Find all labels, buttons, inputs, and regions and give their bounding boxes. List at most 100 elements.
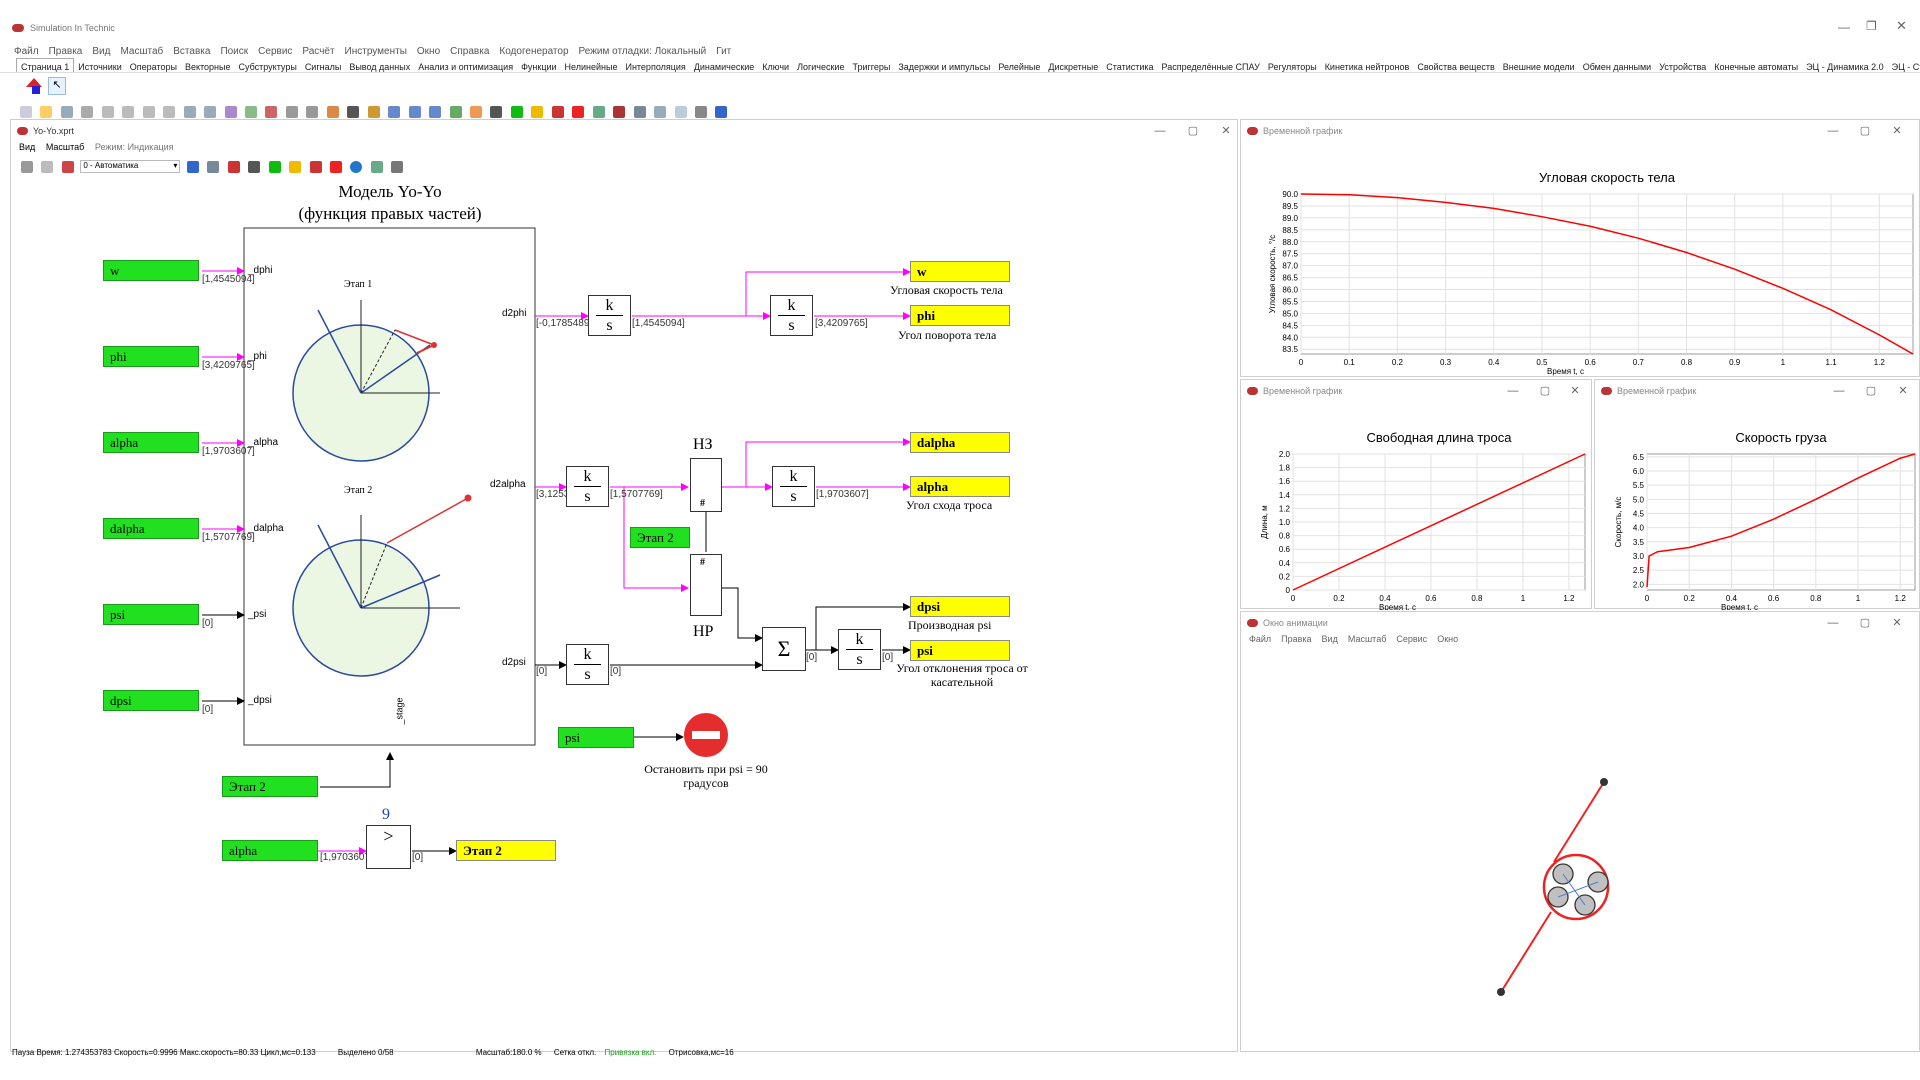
model-menu-view[interactable]: Вид bbox=[19, 142, 36, 152]
pause-icon[interactable] bbox=[551, 105, 564, 118]
close-icon[interactable]: ✕ bbox=[1892, 125, 1902, 137]
model-menu-scale[interactable]: Масштаб bbox=[45, 142, 85, 152]
palette-tab[interactable]: Векторные bbox=[184, 62, 231, 72]
minimize-icon[interactable]: — bbox=[1827, 125, 1839, 137]
shapes-icon[interactable] bbox=[26, 78, 42, 94]
palette-tab[interactable]: Распределённые СПАУ bbox=[1161, 62, 1260, 72]
maximize-icon[interactable]: ▢ bbox=[1859, 617, 1871, 629]
anim-menu-item[interactable]: Правка bbox=[1281, 634, 1312, 644]
switch-nr-block[interactable]: # bbox=[690, 554, 722, 616]
output-alpha[interactable]: alpha bbox=[910, 476, 1010, 497]
chart-icon[interactable] bbox=[244, 105, 257, 118]
palette-tab[interactable]: Конечные автоматы bbox=[1714, 62, 1799, 72]
menu-item[interactable]: Вставка bbox=[173, 46, 211, 57]
maximize-icon[interactable]: ▢ bbox=[1859, 125, 1871, 137]
help-icon[interactable] bbox=[715, 105, 728, 118]
minimize-icon[interactable]: — bbox=[1827, 617, 1839, 629]
zoom-select-icon[interactable] bbox=[449, 105, 462, 118]
stage-input-block[interactable]: Этап 2 bbox=[222, 776, 318, 797]
maximize-icon[interactable]: ❐ bbox=[1866, 19, 1877, 33]
output-phi[interactable]: phi bbox=[910, 305, 1010, 326]
hand-icon[interactable] bbox=[469, 105, 482, 118]
palette-tab[interactable]: Функции bbox=[521, 62, 557, 72]
input-dalpha[interactable]: dalpha bbox=[103, 518, 199, 539]
menu-item[interactable]: Окно bbox=[416, 46, 441, 57]
page-icon[interactable] bbox=[41, 160, 54, 173]
menu-item[interactable]: Поиск bbox=[220, 46, 249, 57]
zoom-out-icon[interactable] bbox=[408, 105, 421, 118]
input-alpha[interactable]: alpha bbox=[103, 432, 199, 453]
pen-icon[interactable] bbox=[326, 105, 339, 118]
disconnect-icon[interactable] bbox=[227, 160, 240, 173]
open-icon[interactable] bbox=[40, 105, 53, 118]
stage-block[interactable]: Этап 2 bbox=[630, 527, 690, 548]
minimize-icon[interactable]: — bbox=[1833, 385, 1845, 397]
play-mode-icon[interactable] bbox=[186, 160, 199, 173]
menu-item[interactable]: Масштаб bbox=[120, 46, 164, 57]
close-icon[interactable]: ✕ bbox=[1898, 385, 1908, 397]
palette-tab[interactable]: Обмен данными bbox=[1582, 62, 1652, 72]
palette-tab[interactable]: Страница 1 bbox=[16, 58, 75, 72]
tools-icon[interactable] bbox=[613, 105, 626, 118]
palette-tab[interactable]: Релейные bbox=[998, 62, 1041, 72]
save-icon[interactable] bbox=[60, 105, 73, 118]
palette-tab[interactable]: ЭЦ - Статика v 2.0 bbox=[1891, 62, 1920, 72]
menu-item[interactable]: Правка bbox=[48, 46, 83, 57]
palette-tab[interactable]: Свойства веществ bbox=[1417, 62, 1495, 72]
input-dpsi[interactable]: dpsi bbox=[103, 690, 199, 711]
palette-tab[interactable]: Статистика bbox=[1106, 62, 1154, 72]
close-icon[interactable]: ✕ bbox=[1896, 18, 1907, 33]
close-icon[interactable]: ✕ bbox=[1892, 617, 1902, 629]
binoculars-icon[interactable] bbox=[347, 105, 360, 118]
export-icon[interactable] bbox=[391, 160, 404, 173]
palette-tab[interactable]: Вывод данных bbox=[349, 62, 411, 72]
output-w[interactable]: w bbox=[910, 261, 1010, 282]
link-icon[interactable] bbox=[654, 105, 667, 118]
status-grid[interactable]: Сетка откл. bbox=[553, 1048, 597, 1057]
anim-menu-item[interactable]: Файл bbox=[1249, 634, 1272, 644]
network-icon[interactable] bbox=[633, 105, 646, 118]
output-psi[interactable]: psi bbox=[910, 640, 1010, 661]
print-icon[interactable] bbox=[81, 105, 94, 118]
input-phi[interactable]: phi bbox=[103, 346, 199, 367]
menu-item[interactable]: Кодогенератор bbox=[499, 46, 569, 57]
palette-tab[interactable]: Нелинейные bbox=[564, 62, 618, 72]
palette-tab[interactable]: Ключи bbox=[762, 62, 790, 72]
input-psi[interactable]: psi bbox=[103, 604, 199, 625]
palette-tab[interactable]: Динамические bbox=[693, 62, 755, 72]
menu-item[interactable]: Справка bbox=[450, 46, 490, 57]
compare-block[interactable]: > bbox=[366, 825, 411, 869]
maximize-icon[interactable]: ▢ bbox=[1865, 385, 1877, 397]
bulb-icon[interactable] bbox=[285, 105, 298, 118]
minimize-icon[interactable]: — bbox=[1507, 385, 1519, 397]
align-icon[interactable] bbox=[224, 105, 237, 118]
up-icon[interactable] bbox=[21, 160, 33, 173]
step-icon[interactable] bbox=[531, 105, 544, 118]
palette-tab[interactable]: Устройства bbox=[1659, 62, 1707, 72]
report-icon[interactable] bbox=[592, 105, 605, 118]
palette-tab[interactable]: Операторы bbox=[129, 62, 177, 72]
palette-tab[interactable]: ЭЦ - Динамика 2.0 bbox=[1806, 62, 1884, 72]
minimize-icon[interactable]: — bbox=[1154, 125, 1166, 137]
zoom-fit-icon[interactable] bbox=[429, 105, 442, 118]
sum-block[interactable]: Σ bbox=[762, 627, 806, 671]
minimize-icon[interactable]: — bbox=[1838, 20, 1850, 34]
blocks-icon[interactable] bbox=[367, 105, 380, 118]
stage-output-block[interactable]: Этап 2 bbox=[456, 840, 556, 861]
palette-tab[interactable]: Источники bbox=[78, 62, 122, 72]
palette-tab[interactable]: Задержки и импульсы bbox=[898, 62, 991, 72]
run-icon[interactable] bbox=[510, 105, 523, 118]
undo-icon[interactable] bbox=[183, 105, 196, 118]
output-dpsi[interactable]: dpsi bbox=[910, 596, 1010, 617]
menu-item[interactable]: Расчёт bbox=[302, 46, 335, 57]
calc-icon[interactable] bbox=[694, 105, 707, 118]
palette-tab[interactable]: Триггеры bbox=[852, 62, 891, 72]
palette-tab[interactable]: Кинетика нейтронов bbox=[1324, 62, 1410, 72]
psi-stop-input[interactable]: psi bbox=[558, 727, 634, 748]
copy-icon[interactable] bbox=[122, 105, 135, 118]
export-icon[interactable] bbox=[674, 105, 687, 118]
